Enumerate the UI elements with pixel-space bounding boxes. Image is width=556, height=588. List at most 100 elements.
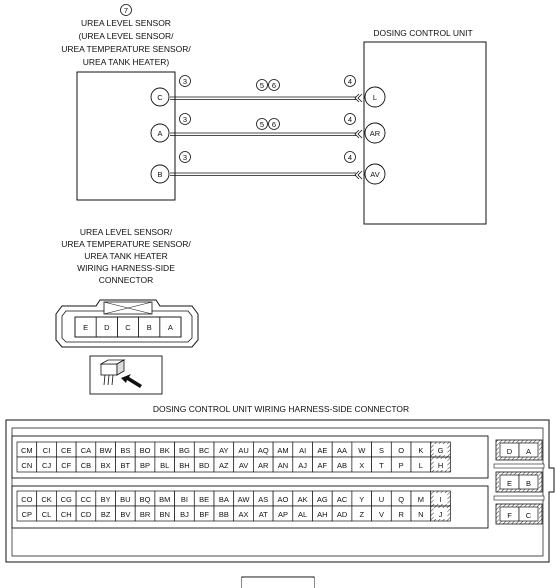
- svg-text:K: K: [418, 446, 423, 455]
- dcu-pin-ai: AI: [292, 441, 313, 458]
- svg-text:BK: BK: [160, 446, 170, 455]
- svg-text:AN: AN: [278, 461, 288, 470]
- svg-text:3: 3: [183, 153, 187, 162]
- svg-text:BL: BL: [160, 461, 169, 470]
- dcu-pin-aa: AA: [331, 441, 353, 458]
- dcu-pin-bi: BI: [174, 490, 195, 507]
- dcu-pin-x: X: [351, 456, 372, 473]
- svg-text:L: L: [419, 461, 423, 470]
- sensor-pin-a: A: [150, 123, 170, 143]
- dcu-pin-bc: BC: [193, 441, 215, 458]
- svg-text:M: M: [418, 495, 424, 504]
- svg-text:BQ: BQ: [140, 495, 151, 504]
- dcu-pin-aj: AJ: [292, 456, 313, 473]
- svg-text:AF: AF: [318, 461, 328, 470]
- svg-text:CK: CK: [41, 495, 51, 504]
- dcu-pin-ca: CA: [75, 441, 97, 458]
- svg-text:AD: AD: [337, 510, 348, 519]
- svg-text:N: N: [418, 510, 423, 519]
- svg-text:AT: AT: [259, 510, 268, 519]
- svg-text:CD: CD: [81, 510, 92, 519]
- svg-text:AO: AO: [278, 495, 289, 504]
- svg-text:BA: BA: [219, 495, 229, 504]
- dcu-pin-bl: BL: [154, 456, 175, 473]
- dcu-pin-u: U: [371, 490, 392, 507]
- dcu-side-pin-d: D: [507, 447, 513, 456]
- svg-text:CF: CF: [61, 461, 71, 470]
- dcu-pin-bm: BM: [154, 490, 175, 507]
- dcu-pin-ar: AR: [364, 122, 386, 144]
- svg-text:AR: AR: [258, 461, 269, 470]
- svg-text:3: 3: [183, 77, 187, 86]
- svg-text:AG: AG: [317, 495, 328, 504]
- dcu-pin-cp: CP: [16, 505, 38, 522]
- svg-text:AW: AW: [238, 495, 251, 504]
- svg-text:AC: AC: [337, 495, 348, 504]
- svg-text:BM: BM: [159, 495, 170, 504]
- dcu-pin-ba: BA: [213, 490, 235, 507]
- svg-text:H: H: [438, 461, 443, 470]
- dcu-pin-cf: CF: [56, 456, 77, 473]
- wire-1-refs: 3 5 6 4: [179, 75, 356, 91]
- svg-text:BC: BC: [199, 446, 210, 455]
- svg-text:AX: AX: [239, 510, 249, 519]
- dcu-pin-k: K: [410, 441, 432, 458]
- dcu-pin-co: CO: [16, 490, 38, 507]
- svg-text:CH: CH: [61, 510, 72, 519]
- svg-text:AB: AB: [337, 461, 347, 470]
- svg-text:WIRING HARNESS-SIDE: WIRING HARNESS-SIDE: [77, 263, 175, 273]
- dcu-pin-at: AT: [253, 505, 274, 522]
- svg-text:BS: BS: [120, 446, 130, 455]
- wire-2-refs: 3 5 6 4: [179, 113, 356, 130]
- svg-text:5: 5: [260, 81, 264, 90]
- dcu-pin-ap: AP: [272, 505, 294, 522]
- svg-text:I: I: [440, 495, 442, 504]
- svg-text:B: B: [147, 323, 152, 332]
- dcu-connector-title: DOSING CONTROL UNIT WIRING HARNESS-SIDE …: [153, 404, 409, 414]
- svg-text:B: B: [157, 170, 162, 179]
- svg-text:Z: Z: [359, 510, 364, 519]
- dcu-pin-au: AU: [233, 441, 254, 458]
- svg-text:BW: BW: [100, 446, 113, 455]
- dcu-pin-al: AL: [292, 505, 313, 522]
- svg-text:G: G: [438, 446, 444, 455]
- svg-text:U: U: [379, 495, 384, 504]
- dcu-pin-bt: BT: [115, 456, 136, 473]
- svg-text:5: 5: [260, 120, 264, 129]
- svg-text:6: 6: [272, 120, 276, 129]
- svg-text:AM: AM: [277, 446, 288, 455]
- sensor-ref-number: 7: [124, 6, 128, 15]
- svg-text:CG: CG: [61, 495, 72, 504]
- sensor-connector-face: [55, 299, 199, 348]
- dcu-pin-z: Z: [351, 505, 372, 522]
- harness-view-icon-dcu: [241, 576, 315, 588]
- dcu-pin-ci: CI: [36, 441, 57, 458]
- svg-text:BE: BE: [199, 495, 209, 504]
- svg-text:AR: AR: [370, 129, 381, 138]
- dcu-pin-i: I: [430, 490, 451, 507]
- svg-text:O: O: [398, 446, 404, 455]
- svg-text:S: S: [379, 446, 384, 455]
- svg-text:BY: BY: [101, 495, 111, 504]
- svg-text:CB: CB: [81, 461, 91, 470]
- svg-text:4: 4: [348, 153, 352, 162]
- dcu-pin-bf: BF: [193, 505, 215, 522]
- svg-text:CC: CC: [81, 495, 92, 504]
- wire-2: [170, 132, 356, 136]
- dcu-pin-j: J: [430, 505, 451, 522]
- sensor-ref-circle: [120, 4, 132, 16]
- svg-text:CL: CL: [42, 510, 52, 519]
- svg-text:AZ: AZ: [219, 461, 229, 470]
- dcu-pin-cb: CB: [75, 456, 97, 473]
- dcu-pin-ce: CE: [56, 441, 77, 458]
- dcu-side-pin-b: B: [526, 479, 531, 488]
- dcu-side-pin-e: E: [507, 479, 512, 488]
- dcu-pin-bq: BQ: [134, 490, 156, 507]
- dcu-pin-bg: BG: [174, 441, 195, 458]
- svg-text:AK: AK: [298, 495, 308, 504]
- dcu-pin-bs: BS: [115, 441, 136, 458]
- svg-text:AE: AE: [317, 446, 327, 455]
- dcu-pin-h: H: [430, 456, 451, 473]
- dcu-pin-aq: AQ: [253, 441, 274, 458]
